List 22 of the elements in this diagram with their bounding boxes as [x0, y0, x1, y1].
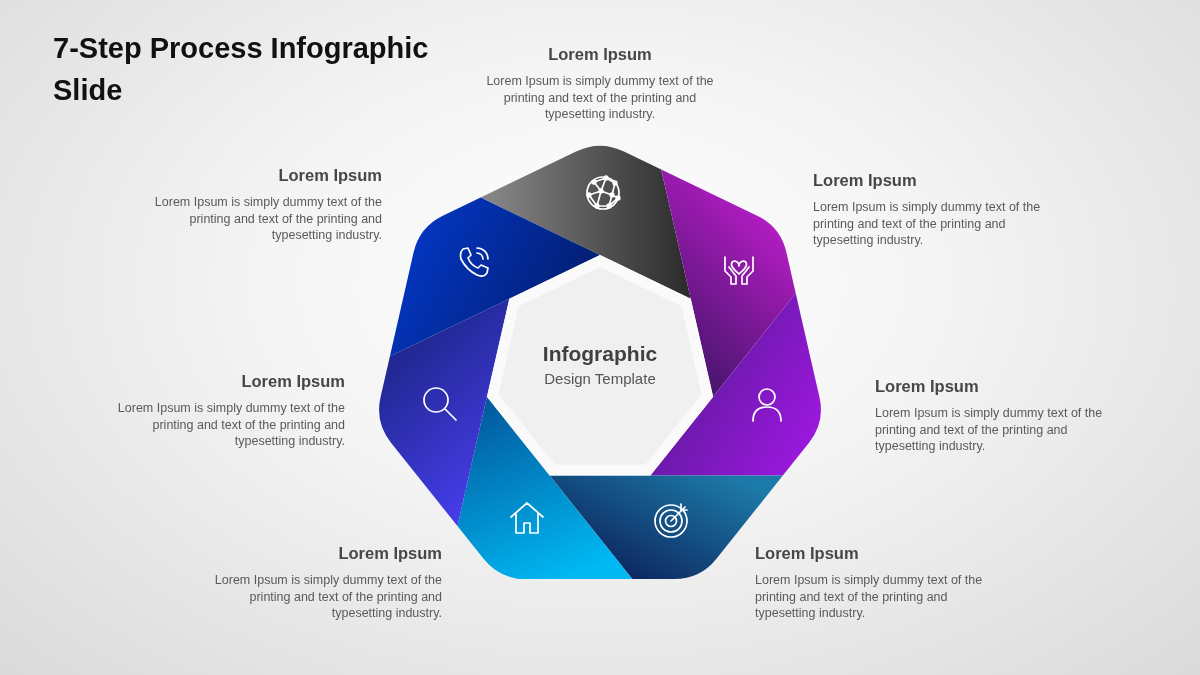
slide-title: 7-Step Process Infographic Slide — [53, 31, 430, 108]
step-heading: Lorem Ipsum — [338, 543, 442, 563]
step-heading: Lorem Ipsum — [241, 371, 345, 391]
center-subtitle: Design Template — [544, 369, 656, 390]
center-title: Infographic — [542, 341, 658, 368]
step-heading: Lorem Ipsum — [755, 543, 859, 563]
step-description: Lorem Ipsum is simply dummy text of the printing and text of the printing and typesetting industry. — [116, 400, 345, 450]
process-segment — [457, 396, 633, 580]
process-segment — [379, 298, 510, 526]
step-description: Lorem Ipsum is simply dummy text of the printing and text of the printing and typesetting industry. — [485, 73, 715, 123]
step-heading: Lorem Ipsum — [875, 376, 979, 396]
process-segment — [661, 169, 796, 397]
step-description: Lorem Ipsum is simply dummy text of the printing and text of the printing and typesetting industry. — [153, 194, 382, 244]
step-heading: Lorem Ipsum — [548, 44, 652, 64]
step-description: Lorem Ipsum is simply dummy text of the printing and text of the printing and typesetting industry. — [813, 199, 1042, 249]
step-description: Lorem Ipsum is simply dummy text of the printing and text of the printing and typesetting industry. — [755, 572, 984, 622]
step-heading: Lorem Ipsum — [278, 165, 382, 185]
process-segment — [480, 145, 691, 299]
step-description: Lorem Ipsum is simply dummy text of the printing and text of the printing and typesetting industry. — [213, 572, 442, 622]
step-heading: Lorem Ipsum — [813, 170, 917, 190]
center-heptagon — [486, 255, 714, 476]
step-description: Lorem Ipsum is simply dummy text of the printing and text of the printing and typesetting industry. — [875, 405, 1104, 455]
